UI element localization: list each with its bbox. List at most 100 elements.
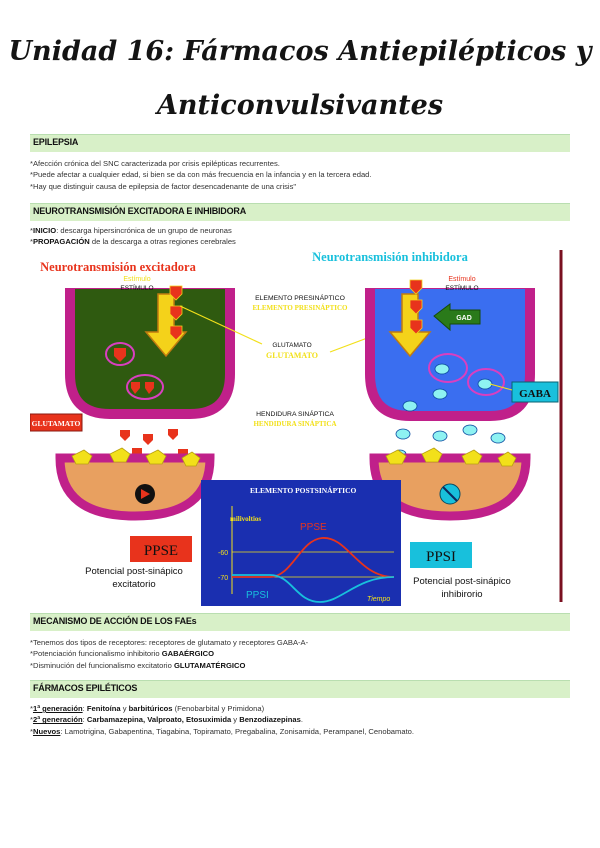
tick-70: -70: [218, 575, 228, 582]
pointer-line: [179, 305, 263, 345]
chevron-icon: [409, 319, 423, 335]
vesicle-circle: [126, 374, 164, 400]
receptor: [181, 451, 201, 467]
vesicle-circle: [428, 353, 468, 383]
gen1-label: 1ª generación: [32, 704, 83, 713]
ppse-curve: [232, 537, 395, 578]
blocked-line: [442, 486, 458, 502]
vesicle-chevrons-right: [409, 279, 423, 335]
ppsi-graph-label: PPSI: [246, 590, 269, 601]
gaba-box: [511, 381, 559, 403]
ppse-box-label: PPSE: [144, 543, 178, 559]
gen2-label: 2ª generación: [32, 715, 83, 725]
estimulo-caps-left: ESTÍMULO: [120, 283, 153, 292]
inicio-text: : descarga hipersincrónica de un grupo d…: [56, 226, 232, 235]
section-header-epilepsia: EPILEPSIA: [30, 134, 570, 152]
hendidura-yellow: HENDIDURA SINÁPTICA: [253, 420, 336, 428]
inicio-label: INICIO: [32, 226, 57, 235]
chevron-icon: [168, 429, 178, 440]
gabaergico-label: GABAÉRGICO: [161, 649, 215, 659]
section-header-mecanismo: MECANISMO DE ACCIÓN DE LOS FAEs: [30, 613, 570, 631]
estimulo-caps-right: ESTÍMULO: [445, 283, 478, 292]
neurotransmision-text: *INICIO: descarga hipersincrónica de un …: [30, 225, 236, 248]
propagacion-label: PROPAGACIÓN: [32, 237, 90, 247]
epilepsia-text: *Afección crónica del SNC caracterizada …: [30, 158, 372, 192]
page-title-line-1: Unidad 16: Fármacos Antiepilépticos y: [8, 36, 592, 67]
postsinaptico-label: ELEMENTO POSTSINÁPTICO: [250, 485, 357, 495]
neuron-top-mask: [364, 274, 536, 288]
milivoltios-label: milivoltios: [230, 515, 261, 523]
glutamato-yellow: GLUTAMATO: [266, 351, 318, 360]
gen1-drug1: Fenitoína: [86, 704, 121, 713]
chevron-icon: [145, 382, 154, 394]
vesicle-circle: [105, 342, 135, 366]
section-header-farmacos: FÁRMACOS EPILÉTICOS: [30, 680, 570, 698]
tiempo-label: Tiempo: [367, 596, 390, 603]
epilepsia-line: *Afección crónica del SNC caracterizada …: [30, 159, 280, 168]
ppsi-curve: [232, 574, 395, 603]
mecanismo-line: *Disminución del funcionalismo excitator…: [30, 660, 308, 671]
vesicle-chevrons-left: [169, 285, 183, 341]
hendidura-label: HENDIDURA SINÁPTICA: [256, 409, 334, 418]
ppse-caption-1: Potencial post-sinápico: [85, 566, 183, 577]
receptors-left: [71, 447, 201, 467]
glutamato-box-label: GLUTAMATO: [32, 419, 81, 428]
gen1-extra: (Fenobarbital y Primidona): [172, 704, 265, 713]
nuevos-line: *Nuevos: Lamotrigina, Gabapentina, Tiaga…: [30, 726, 415, 736]
estimulo-label-right: Estímulo: [448, 276, 475, 283]
nuevos-label: Nuevos: [32, 726, 61, 736]
receptor: [109, 447, 131, 463]
epilepsia-line: *Puede afectar a cualquier edad, si bien…: [30, 170, 372, 180]
receptor: [497, 451, 517, 467]
inhibidora-title: Neurotransmisión inhibidora: [312, 250, 468, 264]
gaba-molecule: [402, 400, 418, 412]
gen2-and: y: [231, 715, 240, 725]
ppsi-box: [410, 542, 472, 568]
mecanismo-line2-text: *Potenciación funcionalismo inhibitorio: [30, 649, 162, 659]
inicio-line: *INICIO: descarga hipersincrónica de un …: [30, 226, 232, 235]
chevron-icon: [131, 382, 140, 394]
vesicle-circle: [467, 368, 505, 396]
section-heading: EPILEPSIA: [33, 137, 79, 147]
chevron-icon: [169, 285, 183, 301]
potential-graph: [201, 480, 401, 606]
gad-label: GAD: [456, 315, 472, 322]
section-header-neurotransmision: NEUROTRANSMISIÓN EXCITADORA E INHIBIDORA: [30, 203, 570, 221]
chevron-icon: [120, 430, 130, 441]
receptors-right: [385, 447, 517, 467]
presinaptico-yellow: ELEMENTO PRESINÁPTICO: [253, 304, 349, 312]
synapse-diagram: Neurotransmisión excitadora Neurotransmi…: [30, 250, 563, 606]
receptor: [385, 449, 407, 465]
gen2-last: Benzodiazepinas: [239, 715, 301, 725]
presynaptic-neuron-excitatory: [65, 279, 235, 419]
mecanismo-line: *Tenemos dos tipos de receptores: recept…: [30, 638, 309, 647]
gen2-line: *2ª generación: Carbamazepina, Valproato…: [30, 715, 303, 725]
postsynaptic-excitatory: [55, 453, 215, 521]
receptor: [421, 447, 443, 463]
chevron-icon: [409, 279, 423, 295]
mecanismo-text: *Tenemos dos tipos de receptores: recept…: [30, 637, 308, 671]
chevron-icon: [143, 434, 153, 445]
pointer-line: [489, 383, 513, 391]
gen2-drugs: Carbamazepina, Valproato, Etosuximida: [86, 715, 232, 725]
gen1-drug2: barbitúricos: [128, 704, 173, 713]
chevron-icon: [169, 325, 183, 341]
ppse-box: [130, 536, 192, 562]
neuron-top-mask: [64, 274, 236, 288]
mecanismo-line: *Potenciación funcionalismo inhibitorio …: [30, 648, 308, 659]
ppse-caption-2: excitatorio: [112, 579, 155, 590]
epilepsia-line: *Hay que distinguir causa de epilepsia d…: [30, 181, 297, 191]
mecanismo-line3-text: *Disminución del funcionalismo excitator…: [30, 660, 174, 670]
gad-arrow-icon: [433, 303, 481, 332]
tick-60: -60: [218, 550, 228, 557]
ppse-graph-label: PPSE: [300, 522, 327, 533]
nuevos-text: : Lamotrigina, Gabapentina, Tiagabina, T…: [60, 726, 415, 736]
gaba-molecule: [462, 424, 478, 436]
propagacion-line: *PROPAGACIÓN de la descarga a otras regi…: [30, 237, 236, 247]
gaba-molecule: [432, 388, 448, 400]
glutamato-small: GLUTAMATO: [272, 342, 311, 349]
glutamato-box: [30, 413, 83, 432]
excitadora-title: Neurotransmisión excitadora: [40, 260, 196, 274]
section-heading: NEUROTRANSMISIÓN EXCITADORA E INHIBIDORA: [33, 206, 247, 216]
glutamatergico-label: GLUTAMATÉRGICO: [173, 660, 246, 670]
